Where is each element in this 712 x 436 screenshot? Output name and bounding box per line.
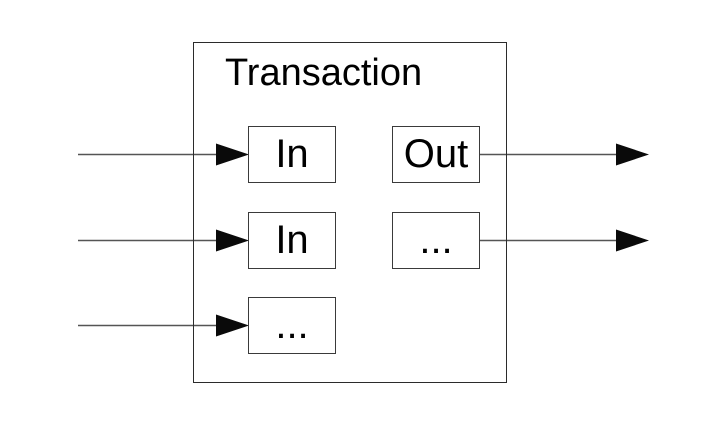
input-arrow-2-icon	[78, 229, 249, 252]
transaction-container	[193, 42, 507, 383]
output-arrow-1-icon	[480, 143, 649, 166]
input-node-more-label: ...	[275, 303, 309, 347]
output-node-more-label: ...	[419, 218, 453, 262]
output-arrow-2-icon	[480, 229, 649, 252]
output-node-1: Out	[392, 126, 480, 183]
input-node-1: In	[248, 126, 336, 183]
input-node-2-label: In	[275, 218, 309, 262]
input-arrow-1-icon	[78, 143, 249, 166]
diagram-title: Transaction	[225, 52, 423, 94]
output-node-more: ...	[392, 212, 480, 269]
input-node-2: In	[248, 212, 336, 269]
input-node-1-label: In	[275, 132, 309, 176]
input-node-more: ...	[248, 297, 336, 354]
input-arrow-3-icon	[78, 314, 249, 337]
output-node-1-label: Out	[403, 132, 469, 176]
